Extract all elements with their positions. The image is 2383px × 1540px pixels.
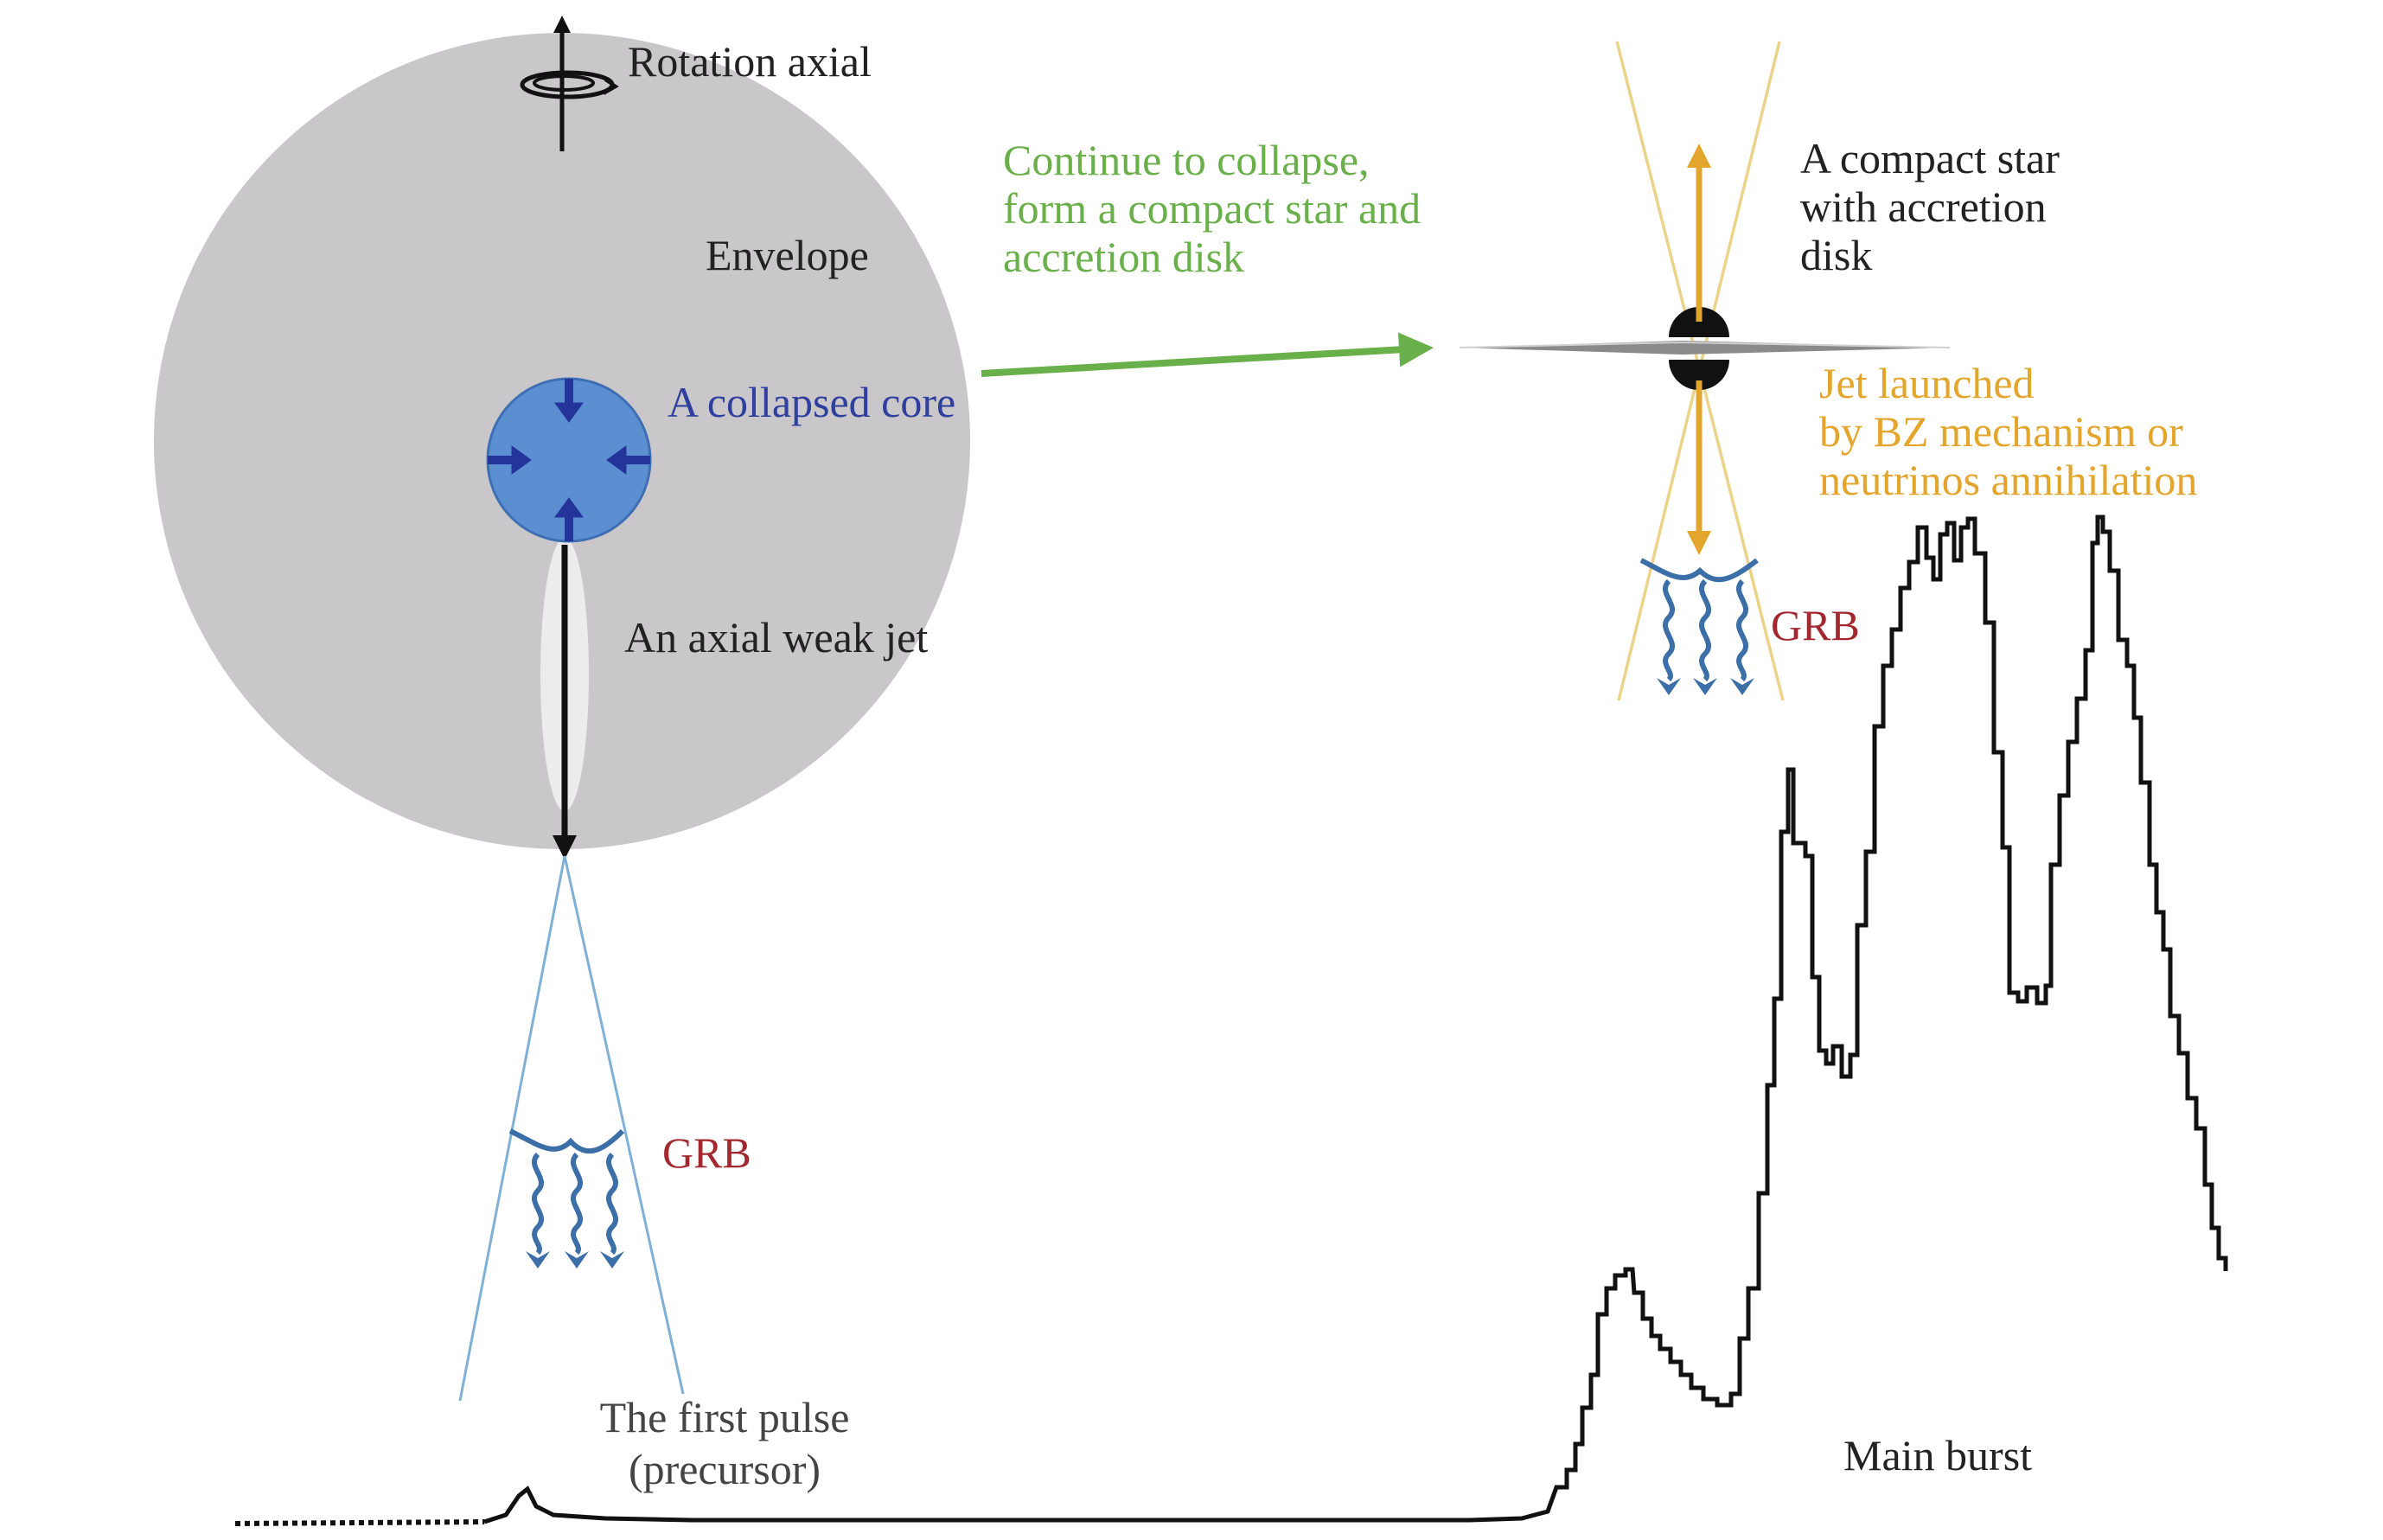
compact-star-label-line2: with accretion: [1800, 182, 2047, 231]
photon-wave-icon: [600, 1154, 624, 1268]
photon-wave-icon: [526, 1154, 550, 1268]
accretion-disk: [1459, 341, 1951, 355]
jet-launch-label-line2: by BZ mechanism or: [1819, 407, 2183, 456]
light-curve: [234, 514, 2228, 1526]
jet-launch-label-line3: neutrinos annihilation: [1819, 456, 2197, 504]
photon-wave-icon: [1693, 581, 1717, 695]
compact-star-label-line1: A compact star: [1800, 134, 2060, 182]
collapse-caption-line2: form a compact star and: [1003, 184, 1421, 233]
precursor-label: (precursor): [629, 1445, 821, 1493]
main-burst-label: Main burst: [1843, 1431, 2032, 1479]
precursor-cone: [458, 855, 685, 1402]
photon-wave-icon: [1657, 581, 1681, 695]
envelope-label: Envelope: [706, 231, 869, 279]
collapse-caption-line3: accretion disk: [1003, 233, 1244, 281]
weak-jet: [540, 538, 589, 859]
compact-star: [1669, 307, 1729, 390]
grb-label-right: GRB: [1771, 601, 1860, 649]
precursor-baseline: [234, 1519, 485, 1526]
photon-wave-icon: [565, 1154, 589, 1268]
collapse-arrow: [981, 332, 1434, 377]
collapsed-core: [486, 377, 652, 543]
grb-label-left: GRB: [662, 1128, 751, 1177]
photon-wave-icon: [1730, 581, 1754, 695]
core-inward-arrows: [488, 379, 650, 541]
burst-light-curve: [483, 514, 2228, 1524]
collapse-caption-line1: Continue to collapse,: [1003, 136, 1370, 184]
main-jet-photons: [1639, 558, 1759, 695]
rotation-axis: [520, 16, 619, 151]
jet-launch-label-line1: Jet launched: [1819, 359, 2035, 407]
rotation-axis-label: Rotation axial: [628, 37, 872, 86]
compact-star-label-line3: disk: [1800, 231, 1872, 279]
first-pulse-label: The first pulse: [600, 1393, 850, 1441]
collapsed-core-label: A collapsed core: [668, 378, 955, 426]
weak-jet-label: An axial weak jet: [624, 613, 928, 661]
